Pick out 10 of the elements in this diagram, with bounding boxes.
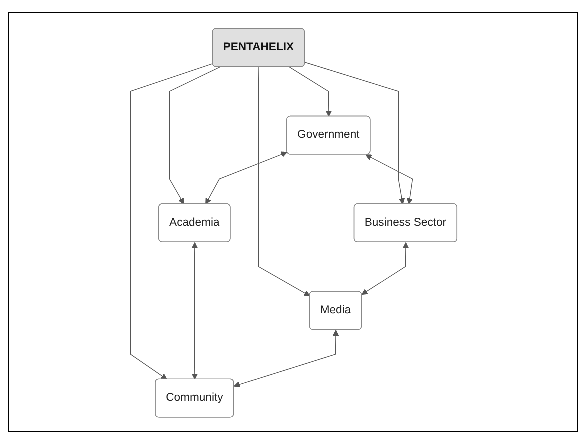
arrow	[169, 66, 221, 205]
arrow	[362, 242, 410, 296]
arrow	[289, 66, 332, 117]
arrow	[258, 66, 310, 296]
arrow	[366, 154, 414, 205]
arrow	[206, 152, 288, 205]
arrow	[192, 242, 198, 380]
arrow	[130, 63, 214, 380]
arrow	[234, 330, 340, 388]
arrow	[304, 62, 406, 205]
